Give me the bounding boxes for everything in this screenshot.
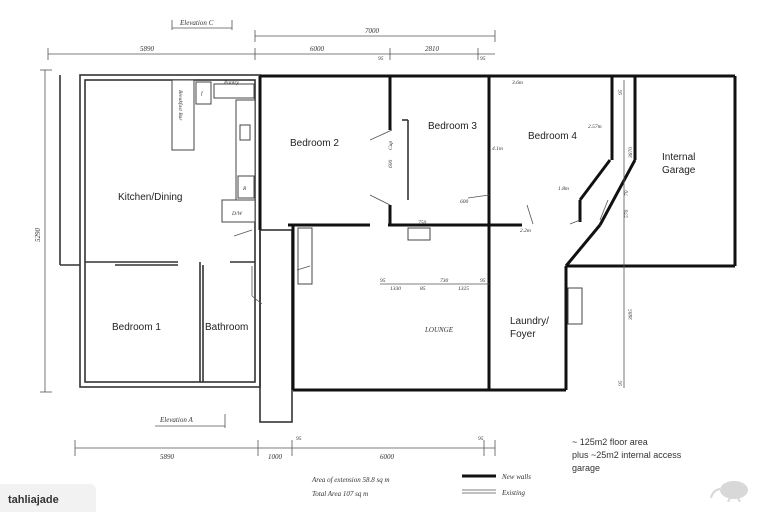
kiwi-logo-icon bbox=[710, 481, 748, 502]
room-lounge: LOUNGE bbox=[424, 326, 454, 334]
total-area-note: Total Area 107 sq m bbox=[312, 490, 368, 498]
dim-top-left: 5890 bbox=[140, 45, 155, 53]
dim-garage-3870: 3870 bbox=[628, 147, 634, 159]
room-laundry-line1: Laundry/ bbox=[510, 316, 549, 327]
existing-walls bbox=[59, 74, 293, 423]
bottom-dimension-lines bbox=[74, 440, 496, 456]
room-laundry-line2: Foyer bbox=[510, 329, 536, 340]
fridge-label: f bbox=[201, 90, 204, 97]
dw-label: D/W bbox=[231, 211, 243, 217]
dim-top-total: 7000 bbox=[365, 27, 380, 35]
new-walls bbox=[258, 74, 737, 392]
breakfast-bar bbox=[171, 79, 195, 151]
elevation-c-label: Elevation C bbox=[179, 19, 214, 27]
dim-garage-95: 95 bbox=[618, 89, 624, 95]
dim-b4-36: 3.6m bbox=[511, 80, 523, 86]
dim-w-600b: 600 bbox=[460, 199, 469, 205]
range bbox=[237, 175, 255, 199]
dim-lounge-85: 85 bbox=[420, 286, 426, 292]
dim-garage-3895: 3895 bbox=[628, 309, 634, 321]
breakfast-bar-label: Breakfast Bar bbox=[177, 90, 184, 121]
dim-garage-570: 570 bbox=[624, 210, 630, 219]
dim-left: 5290 bbox=[34, 228, 42, 243]
room-bedroom-3: Bedroom 3 bbox=[428, 121, 477, 132]
top-dimension-lines bbox=[47, 30, 496, 60]
room-kitchen-dining: Kitchen/Dining bbox=[118, 192, 182, 203]
cup-label: Cup bbox=[388, 141, 394, 150]
room-garage-line2: Garage bbox=[662, 165, 696, 176]
area-extension-note: Area of extension 58.8 sq m bbox=[311, 476, 390, 484]
dim-bottom-95a: 95 bbox=[296, 436, 302, 442]
door-swings bbox=[296, 119, 609, 325]
dim-lounge-1325: 1325 bbox=[458, 286, 469, 292]
dim-bottom-left: 5890 bbox=[160, 453, 175, 461]
pantry-label: Pantry bbox=[223, 80, 240, 86]
dim-b4-18: 1.8m bbox=[558, 186, 569, 192]
garage-area-note-1: plus ~25m2 internal access bbox=[572, 450, 682, 460]
dim-b4-25: 2.57m bbox=[588, 124, 602, 130]
legend-new-walls: New walls bbox=[501, 473, 531, 481]
dim-lounge-730: 730 bbox=[440, 278, 449, 284]
dim-w-70: 70 bbox=[624, 190, 630, 196]
dim-bottom-95b: 95 bbox=[478, 436, 484, 442]
dim-top-d: 95 bbox=[480, 56, 486, 62]
dim-bottom-mid: 1000 bbox=[268, 453, 283, 461]
room-bedroom-1: Bedroom 1 bbox=[112, 322, 161, 333]
dim-bottom-right: 6000 bbox=[380, 453, 395, 461]
dim-w-750: 750 bbox=[418, 220, 427, 226]
garage-area-note-2: garage bbox=[572, 463, 600, 473]
dim-b3-43: 4.1m bbox=[492, 145, 503, 152]
dim-lounge-95b: 95 bbox=[480, 278, 486, 284]
dim-w-600: 600 bbox=[388, 160, 394, 169]
dim-top-b: 2810 bbox=[425, 45, 440, 53]
dim-top-a: 6000 bbox=[310, 45, 325, 53]
pantry bbox=[213, 83, 255, 99]
dim-garage-95b: 95 bbox=[618, 380, 624, 386]
dim-lounge-1330: 1330 bbox=[390, 286, 401, 292]
elevation-a-label: Elevation A bbox=[159, 416, 193, 424]
dim-top-c: 95 bbox=[378, 56, 384, 62]
room-bathroom: Bathroom bbox=[205, 322, 248, 333]
fridge bbox=[195, 81, 212, 105]
room-garage-line1: Internal bbox=[662, 152, 695, 163]
dim-lounge-95: 95 bbox=[380, 278, 386, 284]
legend bbox=[462, 474, 496, 494]
sink bbox=[239, 124, 251, 141]
range-label: R bbox=[242, 186, 247, 192]
legend-existing: Existing bbox=[501, 489, 525, 497]
kitchen-fixtures: Breakfast Bar f Pantry R D/W bbox=[171, 79, 263, 305]
dishwasher bbox=[221, 199, 256, 223]
room-bedroom-2: Bedroom 2 bbox=[290, 138, 339, 149]
dim-b4-22: 2.2m bbox=[520, 228, 531, 234]
watermark-username: tahliajade bbox=[0, 484, 96, 512]
room-bedroom-4: Bedroom 4 bbox=[528, 131, 577, 142]
floor-area-note: ~ 125m2 floor area bbox=[572, 437, 648, 447]
